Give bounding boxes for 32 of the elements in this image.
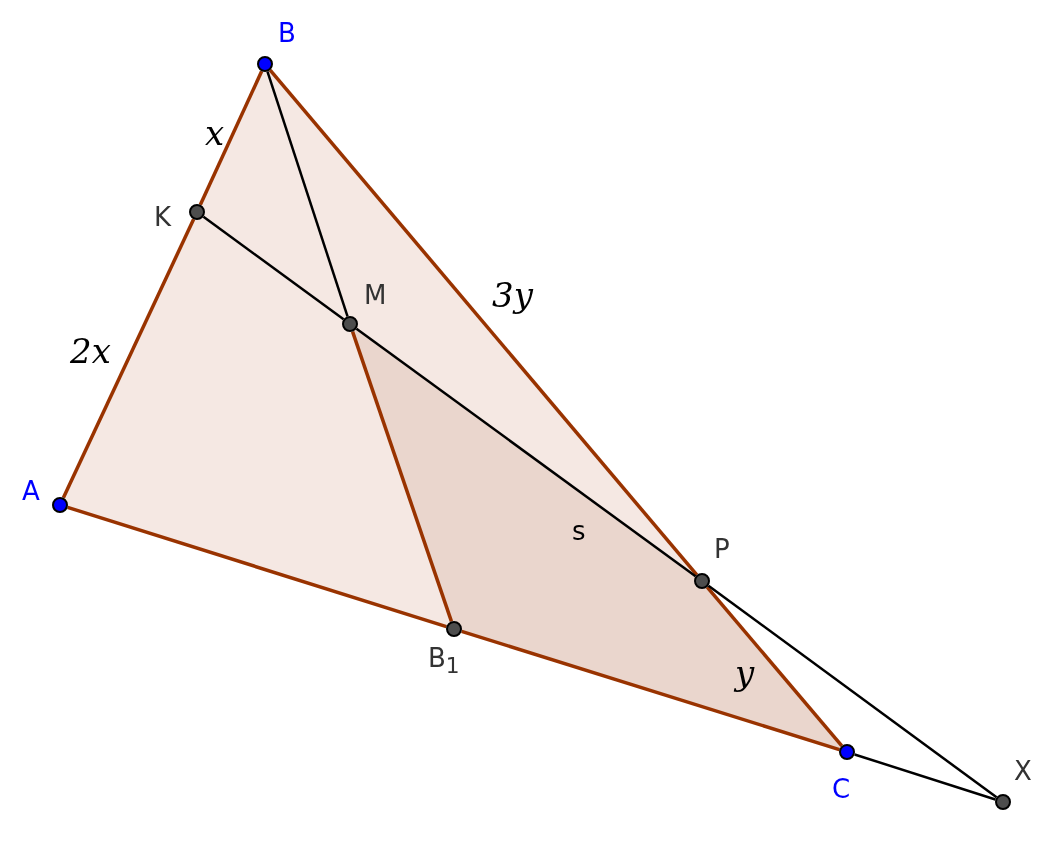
line-segment — [707, 584, 998, 799]
line-segment — [198, 70, 264, 206]
line-segment — [461, 629, 840, 752]
point-marker — [189, 204, 205, 220]
point-marker — [839, 744, 855, 760]
length-label: y — [735, 656, 755, 690]
point-label: A — [22, 478, 40, 504]
line-segment — [355, 327, 697, 578]
point-label: P — [714, 536, 730, 562]
line-segment — [705, 585, 844, 748]
line-segment — [67, 505, 447, 629]
point-marker — [694, 573, 710, 589]
point-marker — [52, 497, 68, 513]
point-label: X — [1014, 758, 1032, 784]
length-label: 2x — [70, 334, 111, 368]
point-label: C — [832, 776, 851, 802]
point-label: B$_{1}$ — [428, 645, 460, 677]
point-marker — [446, 621, 462, 637]
line-segment — [61, 218, 196, 499]
point-marker — [257, 56, 273, 72]
point-label: B — [278, 20, 296, 46]
point-marker — [995, 794, 1011, 810]
length-label: x — [205, 116, 225, 150]
length-label: s — [572, 518, 586, 544]
point-label: K — [154, 204, 172, 230]
line-segment — [350, 331, 454, 622]
line-segment — [266, 71, 349, 317]
line-segment — [202, 215, 345, 321]
point-label: M — [364, 282, 387, 308]
line-segment — [854, 753, 996, 801]
length-label: 3y — [492, 278, 533, 312]
line-segment — [268, 68, 699, 577]
